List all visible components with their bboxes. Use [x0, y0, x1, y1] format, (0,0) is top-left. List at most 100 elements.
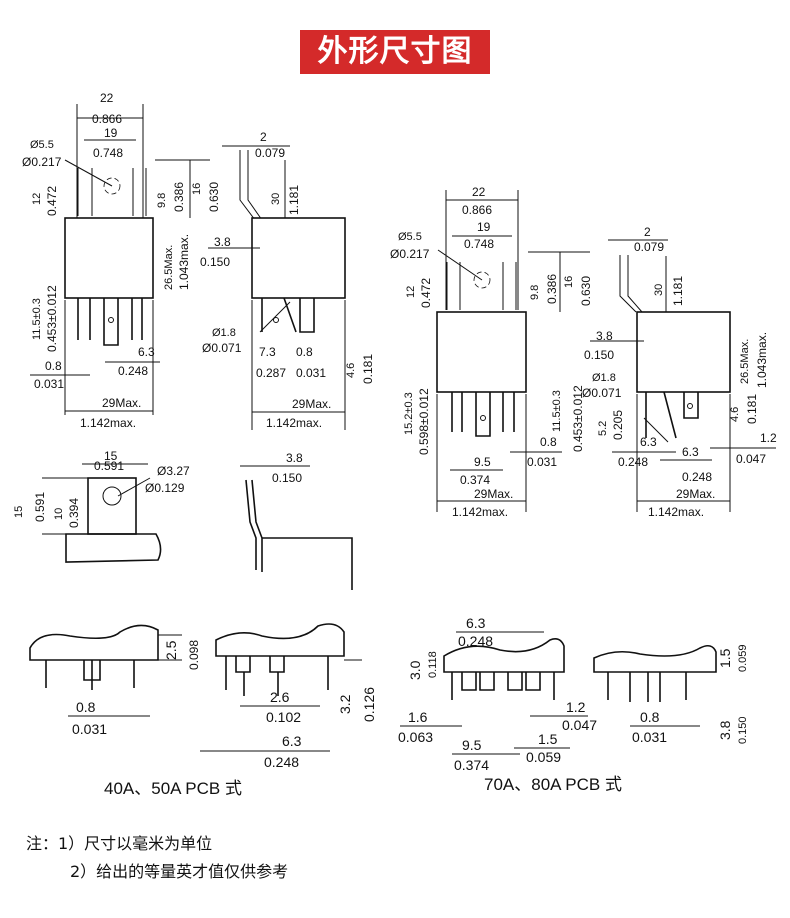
note-2: 2）给出的等量英才值仅供参考	[70, 862, 289, 881]
svg-text:0.059: 0.059	[526, 749, 561, 765]
svg-text:Ø0.071: Ø0.071	[582, 386, 622, 400]
svg-text:1.6: 1.6	[408, 709, 428, 725]
relay-a-front: 22 0.866 19 0.748 Ø5.5 Ø0.217 12 0.472 9…	[22, 91, 221, 430]
svg-text:0.031: 0.031	[296, 366, 326, 380]
svg-text:4.6: 4.6	[345, 363, 357, 378]
svg-text:0.031: 0.031	[72, 721, 107, 737]
svg-text:0.287: 0.287	[256, 366, 286, 380]
svg-text:0.063: 0.063	[398, 729, 433, 745]
svg-text:1.5: 1.5	[717, 648, 733, 668]
svg-text:1.181: 1.181	[671, 276, 685, 306]
svg-text:3.8: 3.8	[214, 235, 231, 249]
svg-text:9.5: 9.5	[462, 737, 482, 753]
svg-text:0.031: 0.031	[527, 455, 557, 469]
svg-text:15: 15	[13, 506, 25, 518]
svg-text:0.248: 0.248	[618, 455, 648, 469]
svg-text:9.8: 9.8	[529, 285, 541, 300]
svg-text:1.5: 1.5	[538, 731, 558, 747]
relay-b-front: 22 0.866 19 0.748 Ø5.5 Ø0.217 12 0.472 9…	[390, 185, 593, 519]
svg-text:3.8: 3.8	[717, 720, 733, 740]
svg-text:0.031: 0.031	[632, 729, 667, 745]
svg-text:0.248: 0.248	[458, 633, 493, 649]
svg-text:3.8: 3.8	[286, 451, 303, 465]
svg-text:2: 2	[644, 225, 651, 239]
svg-text:0.248: 0.248	[264, 754, 299, 770]
dim-left-mm: 12	[31, 193, 43, 205]
dim-hole-mm: Ø5.5	[30, 139, 54, 151]
svg-text:12: 12	[405, 286, 417, 298]
dim-inner-mm: 19	[104, 126, 118, 140]
svg-text:1.2: 1.2	[566, 699, 586, 715]
svg-text:0.102: 0.102	[266, 709, 301, 725]
svg-text:0.630: 0.630	[207, 182, 221, 212]
svg-text:0.374: 0.374	[454, 757, 489, 773]
svg-text:0.8: 0.8	[640, 709, 660, 725]
svg-text:0.374: 0.374	[460, 473, 490, 487]
svg-text:4.6: 4.6	[729, 407, 741, 422]
svg-text:0.394: 0.394	[67, 498, 81, 528]
svg-text:0.059: 0.059	[737, 644, 749, 672]
svg-text:7.3: 7.3	[259, 345, 276, 359]
svg-text:3.8: 3.8	[596, 329, 613, 343]
svg-text:0.598±0.012: 0.598±0.012	[417, 388, 431, 455]
svg-text:1.142max.: 1.142max.	[648, 505, 704, 519]
dim-hole-in: Ø0.217	[22, 155, 62, 169]
svg-text:6.3: 6.3	[466, 615, 486, 631]
notes: 注：1）尺寸以毫米为单位 2）给出的等量英才值仅供参考	[26, 830, 288, 886]
svg-text:0.8: 0.8	[45, 359, 62, 373]
svg-text:1.043max.: 1.043max.	[755, 332, 769, 388]
svg-text:29Max.: 29Max.	[474, 487, 513, 501]
svg-text:6.3: 6.3	[282, 733, 302, 749]
svg-text:0.079: 0.079	[255, 146, 285, 160]
svg-text:0.181: 0.181	[745, 394, 759, 424]
relay-a-side: 2 0.079 30 1.181 3.8 0.150 Ø1.8 Ø0.071 7…	[200, 130, 375, 430]
svg-text:3.0: 3.0	[407, 660, 423, 680]
svg-text:2.6: 2.6	[270, 689, 290, 705]
svg-text:29Max.: 29Max.	[676, 487, 715, 501]
svg-text:1.142max.: 1.142max.	[266, 416, 322, 430]
svg-text:2: 2	[260, 130, 267, 144]
svg-text:0.8: 0.8	[540, 435, 557, 449]
svg-text:26.5Max.: 26.5Max.	[163, 245, 175, 290]
caption-40a: 40A、50A PCB 式	[104, 779, 242, 798]
dim-top-in: 0.866	[92, 112, 122, 126]
pcb-70a-80a: 6.3 0.248 3.0 0.118 1.6 0.063 1.2 0.047 …	[398, 615, 749, 794]
bracket-front: 15 0.591 Ø3.27 Ø0.129 15 0.591 10 0.394	[13, 449, 190, 563]
svg-text:0.453±0.012: 0.453±0.012	[45, 285, 59, 352]
svg-text:6.3: 6.3	[640, 435, 657, 449]
relay-b-side: 2 0.079 30 1.181 3.8 0.150 26.5Max. 1.04…	[582, 225, 777, 519]
svg-text:0.8: 0.8	[76, 699, 96, 715]
dim-inner-in: 0.748	[93, 146, 123, 160]
svg-text:22: 22	[472, 185, 486, 199]
svg-text:Ø0.217: Ø0.217	[390, 247, 430, 261]
svg-text:15: 15	[104, 449, 118, 463]
svg-text:0.866: 0.866	[462, 203, 492, 217]
svg-text:3.2: 3.2	[337, 694, 353, 714]
svg-text:11.5±0.3: 11.5±0.3	[31, 298, 43, 340]
dim-top-mm: 22	[100, 91, 114, 105]
svg-text:0.031: 0.031	[34, 377, 64, 391]
svg-text:9.5: 9.5	[474, 455, 491, 469]
svg-text:0.150: 0.150	[200, 255, 230, 269]
svg-text:0.472: 0.472	[419, 278, 433, 308]
svg-text:11.5±0.3: 11.5±0.3	[551, 390, 563, 432]
svg-text:Ø0.071: Ø0.071	[202, 341, 242, 355]
page-title: 外形尺寸图	[300, 30, 490, 74]
svg-text:15.2±0.3: 15.2±0.3	[403, 392, 415, 435]
svg-text:0.248: 0.248	[118, 364, 148, 378]
bracket-side: 3.8 0.150	[240, 451, 353, 590]
svg-text:0.047: 0.047	[562, 717, 597, 733]
svg-text:16: 16	[563, 276, 575, 288]
svg-text:Ø3.27: Ø3.27	[157, 464, 190, 478]
svg-text:29Max.: 29Max.	[292, 397, 331, 411]
svg-text:0.047: 0.047	[736, 452, 766, 466]
svg-text:0.181: 0.181	[361, 354, 375, 384]
svg-text:0.591: 0.591	[94, 459, 124, 473]
svg-text:0.748: 0.748	[464, 237, 494, 251]
svg-text:0.205: 0.205	[611, 410, 625, 440]
svg-text:1.043max.: 1.043max.	[177, 234, 191, 290]
svg-text:0.118: 0.118	[427, 651, 439, 678]
svg-text:9.8: 9.8	[156, 193, 168, 208]
pcb-40a-50a: 2.5 0.098 0.8 0.031 2.6 0.102 3.2 0.126 …	[29, 623, 377, 798]
